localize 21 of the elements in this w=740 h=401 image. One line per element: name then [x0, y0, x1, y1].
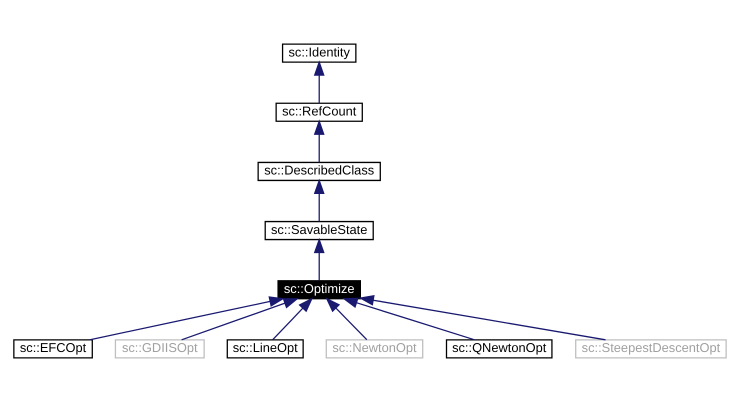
node-box: sc::NewtonOpt	[326, 338, 424, 358]
arrow	[89, 296, 285, 340]
node-box: sc::EFCOpt	[13, 338, 93, 358]
node-box: sc::SavableState	[264, 220, 374, 240]
node-box: sc::SteepestDescentOpt	[575, 338, 727, 358]
arrow	[181, 298, 299, 340]
arrow	[358, 294, 606, 340]
node-box: sc::LineOpt	[226, 338, 304, 358]
arrow	[314, 118, 325, 162]
arrow	[272, 296, 314, 340]
arrow	[342, 297, 475, 340]
node-box: sc::GDIISOpt	[114, 338, 205, 358]
arrow	[314, 60, 325, 103]
node-box: sc::QNewtonOpt	[446, 338, 553, 358]
node-box: sc::RefCount	[276, 102, 363, 122]
arrow	[314, 237, 325, 280]
arrow	[325, 296, 368, 340]
arrow	[314, 178, 325, 221]
node-box: sc::DescribedClass	[258, 161, 381, 181]
node-box: sc::Optimize	[277, 280, 361, 299]
node-box: sc::Identity	[282, 43, 356, 62]
